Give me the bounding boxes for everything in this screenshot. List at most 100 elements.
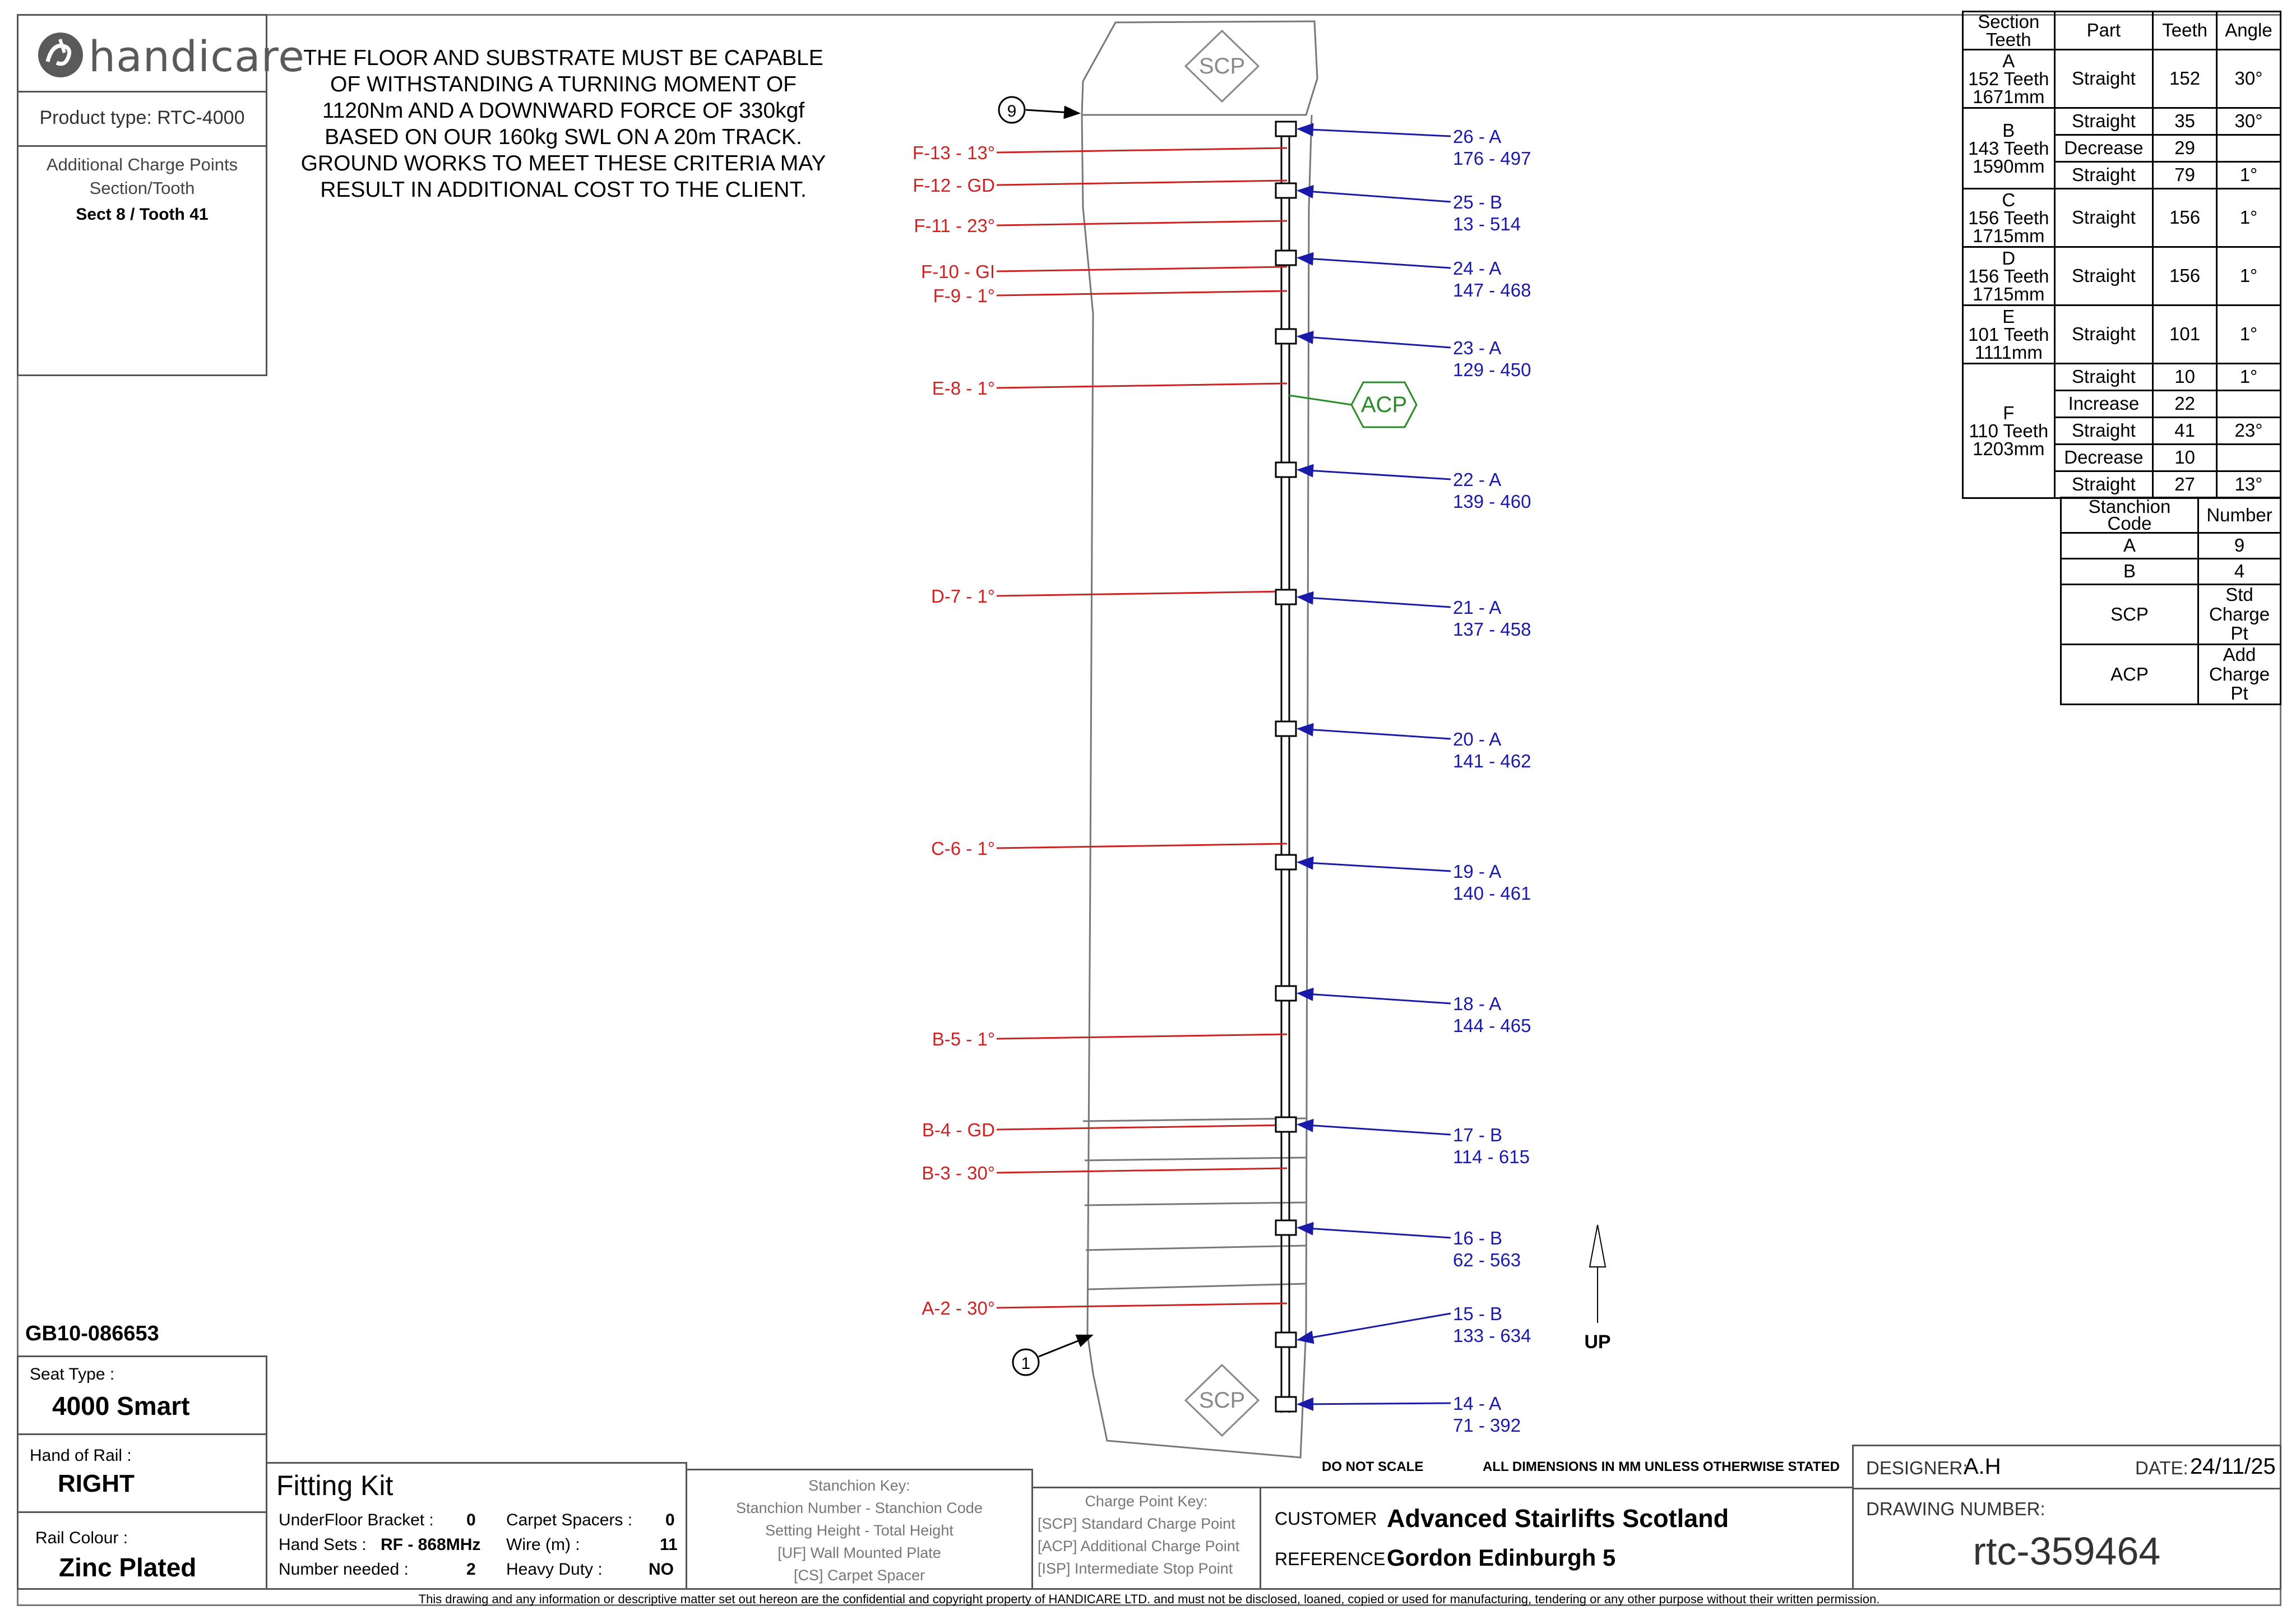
section-label-text: B-3 - 30° bbox=[922, 1163, 995, 1183]
teeth-cell: 27 bbox=[2152, 470, 2218, 499]
stanchion-number-cell: Add Charge Pt bbox=[2197, 643, 2281, 705]
part-cell: Straight bbox=[2053, 49, 2154, 109]
section-leader bbox=[996, 590, 1288, 597]
part-cell: Straight bbox=[2053, 188, 2154, 248]
section-name: D bbox=[2002, 247, 2016, 269]
customer-label: CUSTOMER bbox=[1275, 1509, 1377, 1529]
fitting-kit-title: Fitting Kit bbox=[276, 1470, 394, 1501]
scp-top-label: SCP bbox=[1199, 54, 1245, 78]
rail-colour-label: Rail Colour : bbox=[35, 1529, 128, 1547]
charge-points-value: Sect 8 / Tooth 41 bbox=[76, 205, 209, 224]
stanchion-heights: 140 - 461 bbox=[1453, 883, 1531, 904]
stanchion-heights: 71 - 392 bbox=[1453, 1415, 1521, 1436]
section-label: B-5 - 1° bbox=[932, 1029, 1288, 1049]
date-label: DATE: bbox=[2135, 1458, 2188, 1478]
section-name: F bbox=[2003, 402, 2015, 423]
stanchion-bracket bbox=[1275, 1396, 1297, 1413]
part-cell: Straight bbox=[2053, 363, 2154, 391]
section-label-text: C-6 - 1° bbox=[931, 838, 995, 859]
section-leader bbox=[996, 147, 1288, 154]
stanchion-heights: 141 - 462 bbox=[1453, 751, 1531, 771]
part-cell: Straight bbox=[2053, 246, 2154, 306]
section-teeth: 110 Teeth bbox=[1969, 420, 2049, 441]
part-cell: Straight bbox=[2053, 304, 2154, 364]
stanchion-heights: 137 - 458 bbox=[1453, 619, 1531, 640]
section-row-f: Increase 22 bbox=[1963, 390, 2282, 418]
drawing-number-box: DRAWING NUMBER: rtc-359464 bbox=[1852, 1488, 2281, 1590]
angle-cell: 1° bbox=[2215, 188, 2282, 248]
scp-bottom-icon: SCP bbox=[1184, 1363, 1260, 1437]
stanchion-key-line: [UF] Wall Mounted Plate bbox=[777, 1544, 941, 1561]
charge-key-box: Charge Point Key: [SCP] Standard Charge … bbox=[1031, 1487, 1261, 1590]
stanchion-id: 24 - A bbox=[1453, 258, 1501, 279]
section-label: C-6 - 1° bbox=[931, 838, 1288, 859]
header-stanchion-code: Stanchion Code bbox=[2060, 497, 2199, 534]
end-marker-label: 9 bbox=[1007, 102, 1017, 121]
section-row-f: Straight 27 13° bbox=[1963, 470, 2282, 499]
stanchion-code-cell: SCP bbox=[2060, 584, 2199, 645]
stanchion-heights: 147 - 468 bbox=[1453, 280, 1531, 300]
designer-value: A.H bbox=[1964, 1454, 2001, 1479]
stanchion-heights: 144 - 465 bbox=[1453, 1015, 1531, 1036]
teeth-cell: 41 bbox=[2152, 417, 2218, 445]
section-label: F-11 - 23° bbox=[914, 215, 1288, 236]
heavy-duty-label: Heavy Duty : bbox=[506, 1560, 603, 1579]
charge-points-box: Additional Charge Points Section/Tooth S… bbox=[17, 145, 267, 376]
part-cell: Straight bbox=[2053, 107, 2154, 136]
scp-top-icon: SCP bbox=[1184, 29, 1260, 103]
section-label: F-12 - GD bbox=[913, 175, 1288, 196]
angle-cell: 13° bbox=[2215, 470, 2282, 499]
part-cell: Straight bbox=[2053, 470, 2154, 499]
part-cell: Straight bbox=[2053, 417, 2154, 445]
stanchion-heights: 133 - 634 bbox=[1453, 1325, 1531, 1346]
stanchion: 16 - B62 - 563 bbox=[1275, 1219, 1521, 1270]
designer-label: DESIGNER: bbox=[1866, 1458, 1968, 1478]
acp-leader bbox=[1288, 394, 1352, 406]
copyright-notice: This drawing and any information or desc… bbox=[418, 1592, 1880, 1606]
start-marker-icon: 1 bbox=[1012, 1334, 1094, 1376]
section-label: E-8 - 1° bbox=[932, 378, 1288, 399]
teeth-cell: 101 bbox=[2152, 304, 2218, 364]
stanchion-id: 17 - B bbox=[1453, 1125, 1502, 1145]
stanchion-bracket bbox=[1275, 985, 1297, 1002]
job-id: GB10-086653 bbox=[25, 1322, 159, 1345]
stanchion-bracket bbox=[1275, 1219, 1297, 1236]
charge-key-line: [SCP] Standard Charge Point bbox=[1038, 1515, 1235, 1532]
stanchion-heights: 129 - 450 bbox=[1453, 359, 1531, 380]
stanchion-leader bbox=[1297, 1312, 1451, 1344]
hand-of-rail-value: RIGHT bbox=[58, 1470, 135, 1497]
notice-line: BASED ON OUR 160kg SWL ON A 20m TRACK. bbox=[325, 125, 802, 149]
header-part: Part bbox=[2053, 11, 2154, 50]
section-leader bbox=[996, 382, 1288, 389]
notice-text: THE FLOOR AND SUBSTRATE MUST BE CAPABLE … bbox=[291, 45, 835, 203]
reference-label: REFERENCE bbox=[1275, 1549, 1386, 1569]
section-teeth: 101 Teeth bbox=[1968, 323, 2049, 345]
section-name: A bbox=[2002, 50, 2015, 71]
stair-outline bbox=[1081, 20, 1318, 1459]
section-leader bbox=[996, 179, 1288, 186]
stanchion-leader bbox=[1297, 185, 1451, 203]
section-length: 1111mm bbox=[1974, 341, 2043, 363]
reference-value: Gordon Edinburgh 5 bbox=[1387, 1544, 1616, 1571]
stanchion-leader bbox=[1297, 987, 1451, 1005]
stanchion-key-line: [CS] Carpet Spacer bbox=[793, 1567, 925, 1584]
angle-cell: 30° bbox=[2215, 107, 2282, 136]
section-leader bbox=[996, 1033, 1288, 1040]
stanchion-id: 15 - B bbox=[1453, 1303, 1502, 1324]
teeth-cell: 10 bbox=[2152, 443, 2218, 472]
section-leader bbox=[996, 1167, 1288, 1174]
angle-cell: 23° bbox=[2215, 417, 2282, 445]
